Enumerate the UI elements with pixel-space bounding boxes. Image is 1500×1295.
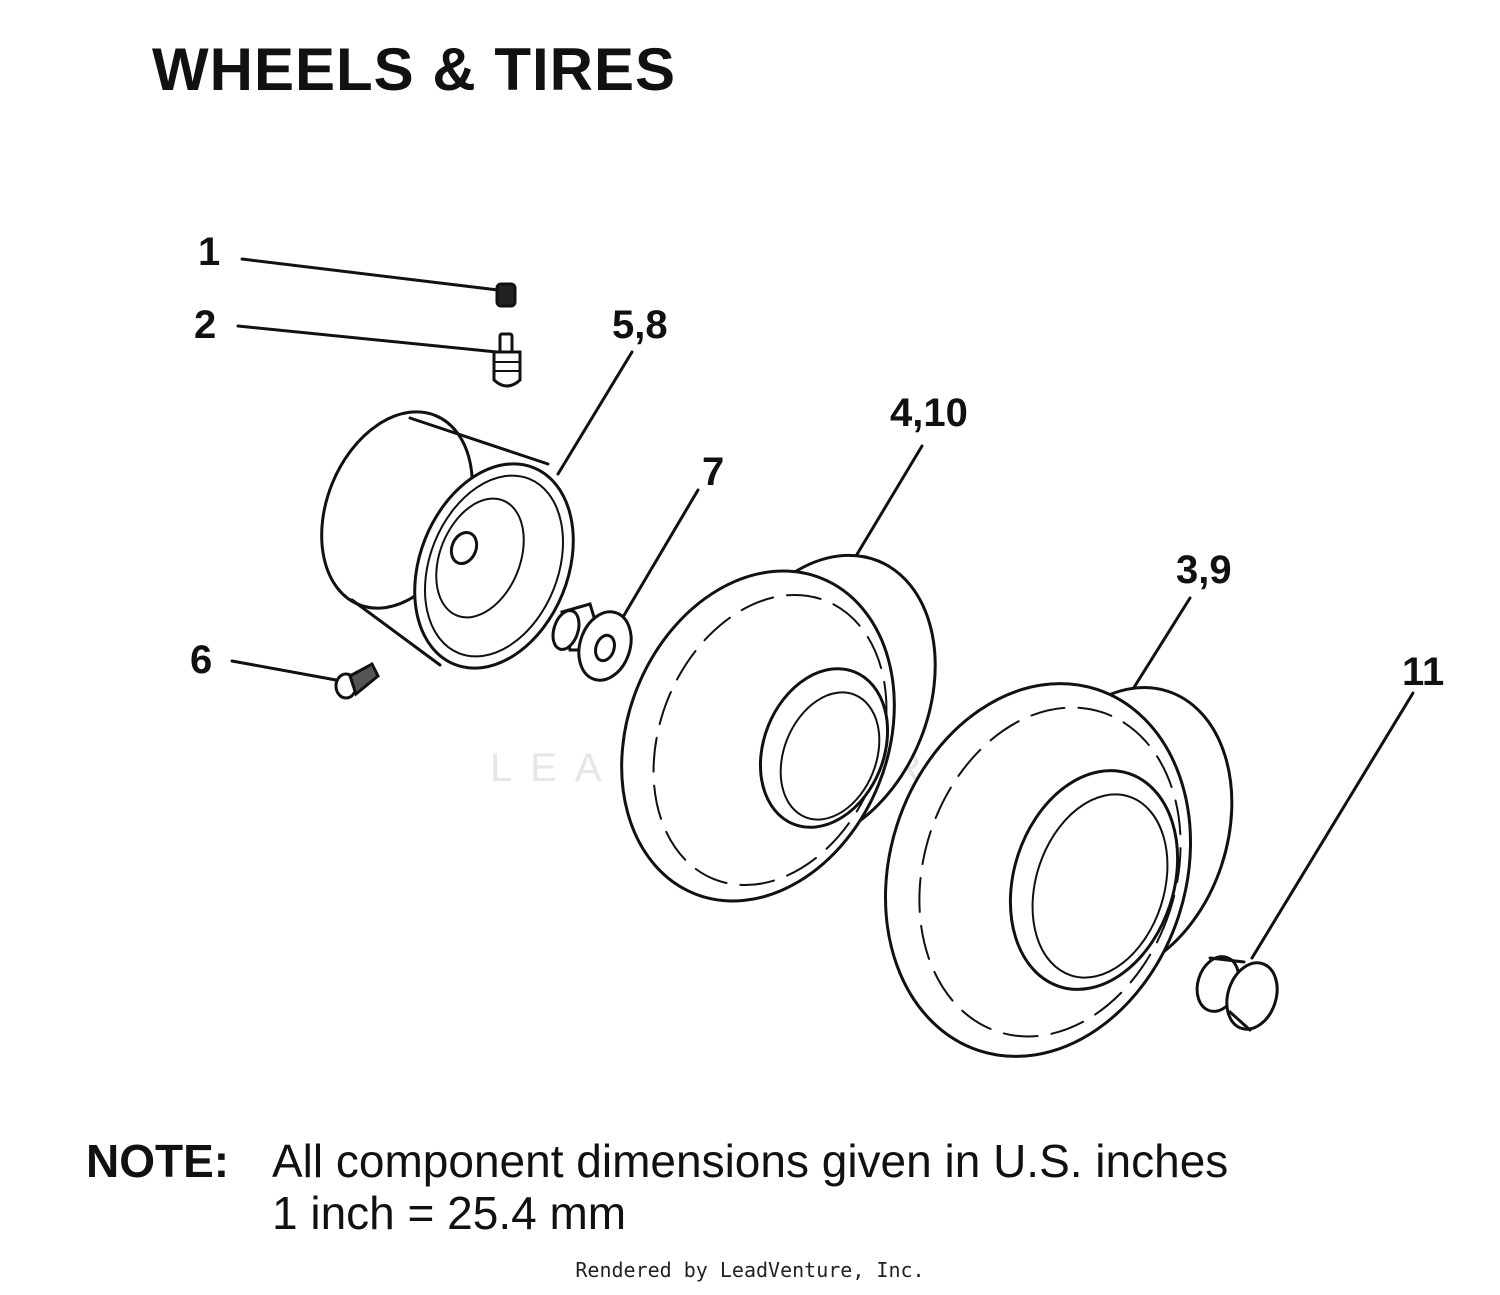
- part-7-bushing: [551, 602, 633, 682]
- callout-2: 2: [194, 303, 217, 347]
- note-label: NOTE:: [86, 1135, 230, 1187]
- part-11-hub-cap: [1195, 954, 1279, 1032]
- callout-11: 11: [1402, 650, 1445, 694]
- callout-5-8: 5,8: [612, 303, 668, 347]
- footer-credit: Rendered by LeadVenture, Inc.: [575, 1258, 925, 1282]
- callout-1: 1: [198, 230, 221, 274]
- part-2-valve-stem: [492, 332, 522, 388]
- part-6-fitting: [334, 661, 380, 700]
- callout-6: 6: [190, 638, 213, 682]
- part-5-8-rim: [320, 410, 575, 670]
- part-1-valve-cap: [495, 282, 517, 308]
- callout-3-9: 3,9: [1176, 548, 1232, 592]
- leader-lines: [230, 257, 1415, 960]
- part-3-9-rear-tire: [883, 682, 1234, 1058]
- callout-7: 7: [702, 450, 725, 494]
- note-line-1: All component dimensions given in U.S. i…: [272, 1135, 1229, 1187]
- note-line-2: 1 inch = 25.4 mm: [272, 1187, 627, 1239]
- part-4-10-front-tire: [620, 553, 937, 903]
- page-title: WHEELS & TIRES: [152, 36, 677, 103]
- callout-4-10: 4,10: [890, 391, 968, 435]
